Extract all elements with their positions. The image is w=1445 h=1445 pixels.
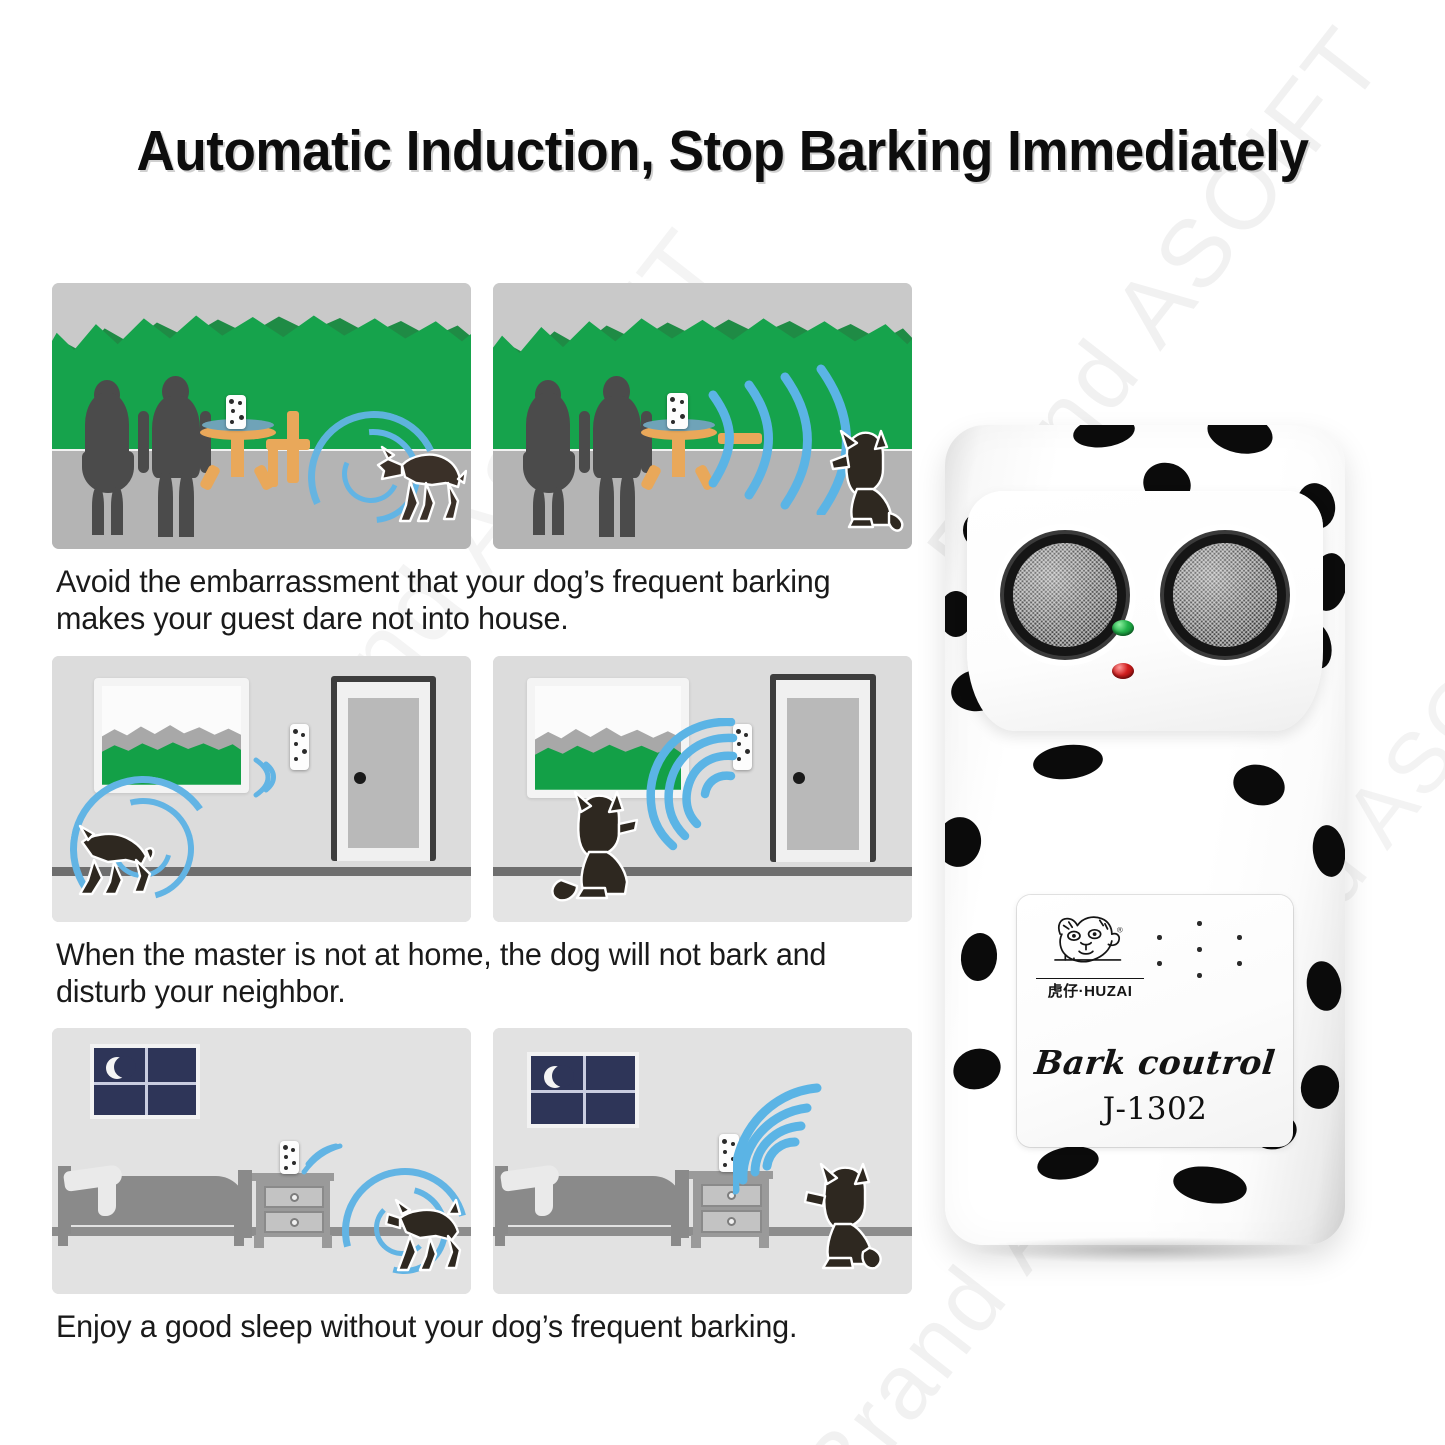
panel-outdoor-before — [52, 283, 471, 549]
scenario-bedroom-panels — [52, 1028, 912, 1295]
sound-waves-small — [301, 1143, 343, 1175]
model-number: J-1302 — [1102, 1091, 1208, 1127]
scenario-bedroom: Enjoy a good sleep without your dog’s fr… — [52, 1028, 912, 1345]
panel-indoor-after — [493, 655, 912, 922]
bark-control-device: ® 虎仔·HUZAI Bark coutrol J-1302 — [945, 425, 1345, 1245]
device-miniature — [667, 393, 688, 429]
panel-outdoor-after — [493, 283, 912, 549]
svg-text:®: ® — [1117, 925, 1123, 934]
device-miniature — [733, 723, 752, 770]
red-led — [1112, 663, 1134, 679]
moon-icon — [544, 1065, 575, 1089]
brand-logo-text: 虎仔·HUZAI — [1036, 978, 1144, 1001]
dog-sitting — [789, 1156, 885, 1274]
caption-outdoor: Avoid the embarrassment that your dog’s … — [56, 563, 831, 636]
device-miniature — [226, 395, 246, 429]
scenario-outdoor-panels — [52, 283, 912, 549]
device-shadow — [975, 1237, 1315, 1263]
caption-bedroom: Enjoy a good sleep without your dog’s fr… — [56, 1308, 798, 1345]
brand-line: Bark coutrol — [1032, 1043, 1278, 1082]
sound-waves — [733, 1083, 822, 1195]
sound-waves-small — [253, 757, 276, 798]
scenario-column: Avoid the embarrassment that your dog’s … — [52, 283, 912, 1364]
brand-logo: ® 虎仔·HUZAI — [1036, 910, 1144, 1001]
product-image: ® 虎仔·HUZAI Bark coutrol J-1302 — [945, 425, 1345, 1263]
speaker-bezel — [967, 491, 1323, 731]
dog-sitting — [545, 784, 645, 906]
night-window — [527, 1052, 639, 1129]
sound-waves — [646, 717, 738, 850]
ultrasonic-speaker-left — [1013, 543, 1117, 647]
panel-bedroom-before — [52, 1028, 471, 1295]
scenario-indoor: When the master is not at home, the dog … — [52, 655, 912, 1010]
microphone-holes — [1157, 917, 1249, 981]
tiger-cub-logo-icon: ® — [1054, 916, 1123, 963]
panel-indoor-before — [52, 655, 471, 922]
ultrasonic-speaker-right — [1173, 543, 1277, 647]
dog-barking — [382, 1178, 464, 1274]
caption-indoor: When the master is not at home, the dog … — [56, 935, 827, 1009]
moon-icon — [106, 1056, 137, 1080]
panel-bedroom-after — [493, 1028, 912, 1295]
dog-barking — [372, 425, 468, 525]
dog-sitting — [817, 423, 909, 535]
scenario-outdoor: Avoid the embarrassment that your dog’s … — [52, 283, 912, 637]
product-label: ® 虎仔·HUZAI Bark coutrol J-1302 — [1017, 895, 1293, 1147]
device-miniature — [280, 1141, 299, 1175]
device-miniature — [290, 723, 309, 770]
page-title: Automatic Induction, Stop Barking Immedi… — [136, 119, 1309, 183]
dog-barking — [64, 806, 156, 898]
night-window — [90, 1044, 200, 1120]
green-led — [1112, 620, 1134, 636]
scenario-indoor-panels — [52, 655, 912, 922]
